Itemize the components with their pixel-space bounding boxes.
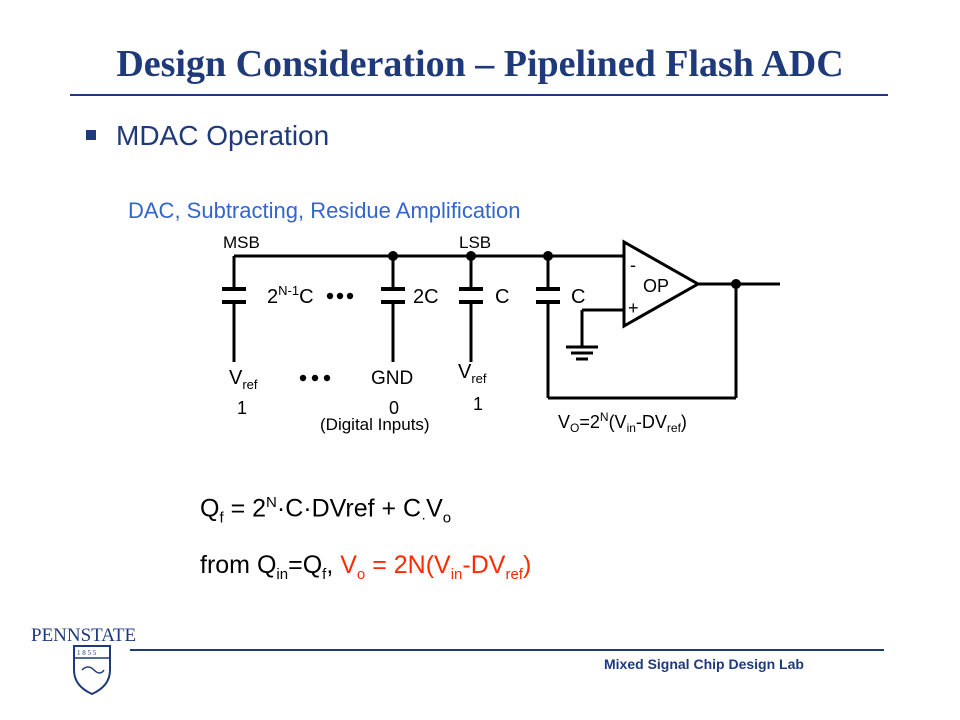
capacitor-plates	[222, 287, 560, 304]
opamp-label: OP	[643, 276, 669, 296]
slide-title: Design Consideration – Pipelined Flash A…	[116, 43, 844, 85]
eq2-close: )	[522, 551, 532, 579]
vref-right-label: Vref	[458, 361, 487, 386]
eq1-part2: ·C·DVref + C	[276, 494, 422, 523]
eq2-sub-f: f	[322, 566, 327, 583]
opamp-plus-label: +	[628, 298, 639, 318]
eq2-sub-in: in	[276, 566, 289, 583]
ground-icon	[566, 345, 598, 361]
digital-inputs-label: (Digital Inputs)	[320, 415, 430, 434]
bit-left-label: 1	[237, 398, 247, 418]
bullet-text: MDAC Operation	[116, 120, 330, 151]
eq1-sub-f: f	[219, 509, 224, 527]
junction-dot	[388, 251, 398, 261]
eq2-2n: = 2N(V	[365, 551, 451, 579]
output-equation-label: VO=2N(Vin-DVref)	[558, 410, 687, 435]
bit-right-label: 1	[473, 394, 483, 414]
lsb-label: LSB	[459, 233, 491, 252]
vref-left-label: Vref	[229, 367, 258, 392]
eq2-v: V	[340, 551, 357, 579]
cap-feedback-label: C	[571, 286, 585, 308]
square-bullet-icon	[86, 129, 96, 140]
cap-2c-label: 2C	[413, 286, 439, 308]
eq2-highlight: Vo = 2N(Vin-DVref)	[340, 551, 532, 583]
eq1-sub-o: o	[442, 509, 452, 527]
eq2-sub-o: o	[356, 566, 366, 583]
eq2-eqq: =Q	[288, 551, 323, 579]
bullet-mdac-operation: MDAC Operation	[86, 120, 329, 152]
eq2-dv: -DV	[462, 551, 506, 579]
title-divider	[70, 94, 888, 96]
msb-label: MSB	[223, 233, 260, 252]
equation-line-1: Qf = 2N·C·DVref + C·Vo	[200, 494, 451, 526]
gnd-label: GND	[371, 368, 413, 389]
eq2-sub-in2: in	[450, 566, 463, 583]
eq2-comma: ,	[326, 551, 341, 579]
cap-msb-label: 2N-1C	[267, 283, 314, 308]
eq2-sub-ref: ref	[505, 566, 523, 583]
eq1-q: Q	[200, 494, 220, 523]
seal-year: 1 8 5 5	[77, 649, 97, 657]
bit-mid-label: 0	[389, 398, 399, 418]
opamp-minus-label: -	[630, 255, 636, 275]
eq1-sup-n: N	[266, 494, 277, 511]
footer-divider	[130, 649, 884, 651]
eq1-v: V	[426, 494, 443, 523]
junction-dot	[543, 251, 553, 261]
cap-c-label: C	[495, 286, 509, 308]
diagram-heading: DAC, Subtracting, Residue Amplification	[128, 198, 521, 223]
equation-line-2: from Qin=Qf, Vo = 2N(Vin-DVref)	[200, 551, 531, 583]
junction-dot	[731, 279, 741, 289]
ellipsis-dots	[299, 292, 354, 382]
eq1-part1: = 2	[223, 494, 267, 523]
lab-name: Mixed Signal Chip Design Lab	[604, 656, 804, 672]
junction-dots	[388, 251, 741, 289]
opamp-icon	[622, 239, 702, 329]
eq1-sub-dot: ·	[421, 509, 427, 527]
eq2-from: from Q	[200, 551, 277, 579]
junction-dot	[466, 251, 476, 261]
pennstate-seal-icon: 1 8 5 5	[73, 645, 111, 696]
pennstate-logo-text: PENNSTATE	[31, 625, 137, 646]
